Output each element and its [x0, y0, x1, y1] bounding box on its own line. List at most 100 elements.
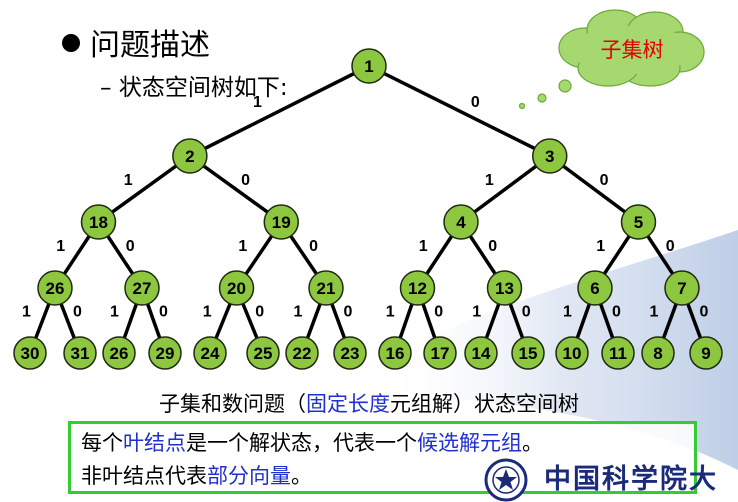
node-label: 30: [21, 344, 40, 363]
edge-label-include: 1: [238, 238, 247, 255]
edge-label-exclude: 0: [126, 238, 135, 255]
node-label: 31: [71, 344, 90, 363]
tree-node: 26: [37, 270, 73, 306]
node-circle: [102, 336, 136, 370]
tree-node: 1: [351, 48, 387, 84]
caption-part1: 子集和数问题（: [159, 392, 306, 416]
node-circle: [486, 270, 523, 306]
seal-icon: [484, 458, 528, 502]
node-label: 23: [341, 344, 360, 363]
edge-label-exclude: 0: [255, 304, 264, 321]
tree-node: 19: [263, 204, 299, 240]
edge-label-exclude: 0: [309, 238, 318, 255]
note-candidate-term: 候选解元组: [417, 431, 522, 455]
node-label: 10: [563, 344, 582, 363]
tree-node: 13: [486, 270, 523, 306]
tree-node: 17: [423, 336, 457, 370]
heading-text: 问题描述: [90, 28, 210, 63]
tree-node: 29: [148, 336, 182, 370]
node-circle: [620, 204, 657, 240]
tree-node: 8: [641, 336, 675, 370]
node-label: 7: [677, 279, 686, 298]
node-label: 19: [272, 213, 291, 232]
diagram-caption: 子集和数问题（固定长度元组解）状态空间树: [0, 388, 738, 418]
edge-label-exclude: 0: [522, 304, 531, 321]
bullet-icon: [62, 34, 80, 52]
tree-node: 9: [689, 336, 723, 370]
edge-label-exclude: 0: [471, 94, 480, 111]
node-circle: [172, 138, 208, 174]
node-label: 17: [431, 344, 450, 363]
note-line1-b: 是一个解状态，代表一个: [186, 431, 417, 455]
note-line1-c: 。: [522, 431, 543, 455]
thought-cloud: 子集树: [518, 9, 705, 110]
tree-edge: [548, 154, 641, 224]
node-label: 27: [133, 279, 152, 298]
slide-subheading: – 状态空间树如下:: [100, 68, 288, 102]
tree-edge: [367, 64, 552, 158]
note-line2-b: 。: [291, 464, 312, 488]
node-label: 29: [156, 344, 175, 363]
tree-node: 24: [193, 336, 227, 370]
edge-label-include: 1: [563, 304, 572, 321]
edge-label-exclude: 0: [434, 304, 443, 321]
node-circle: [464, 336, 498, 370]
node-circle: [511, 336, 545, 370]
node-label: 12: [408, 279, 427, 298]
node-label: 8: [653, 344, 662, 363]
tree-node: 21: [308, 270, 344, 306]
edge-label-include: 1: [203, 304, 212, 321]
cloud-label: 子集树: [601, 38, 664, 62]
tree-node: 2: [172, 138, 208, 174]
node-label: 15: [519, 344, 538, 363]
tree-node: 3: [532, 138, 568, 174]
edge-label-include: 1: [485, 172, 494, 189]
node-circle: [333, 336, 367, 370]
node-circle: [641, 336, 675, 370]
tree-edge: [96, 154, 192, 224]
edge-label-include: 1: [472, 304, 481, 321]
slide-heading: 问题描述: [62, 20, 210, 64]
tree-edges: [28, 64, 708, 355]
tree-edge: [188, 154, 283, 224]
subheading-text: 状态空间树如下:: [118, 75, 288, 101]
node-label: 3: [545, 147, 554, 166]
tree-node: 10: [555, 336, 589, 370]
edge-label-include: 1: [56, 238, 65, 255]
edge-label-exclude: 0: [73, 304, 82, 321]
node-label: 18: [89, 213, 108, 232]
tree-node: 23: [333, 336, 367, 370]
node-circle: [555, 336, 589, 370]
note-partial-term: 部分向量: [207, 464, 291, 488]
node-label: 25: [254, 344, 273, 363]
edge-label-include: 1: [596, 238, 605, 255]
node-label: 5: [634, 213, 643, 232]
tree-node: 14: [464, 336, 498, 370]
tree-node: 12: [399, 270, 436, 306]
tree-node: 31: [63, 336, 97, 370]
tree-node: 7: [664, 270, 700, 306]
tree-node: 4: [443, 204, 479, 240]
edge-label-include: 1: [650, 304, 659, 321]
tree-node: 6: [577, 270, 613, 306]
node-circle: [399, 270, 436, 306]
node-circle: [351, 48, 387, 84]
node-circle: [285, 336, 319, 370]
edge-label-exclude: 0: [344, 304, 353, 321]
node-label: 26: [46, 279, 65, 298]
tree-node: 26: [102, 336, 136, 370]
edge-label-include: 1: [22, 304, 31, 321]
edge-label-include: 1: [253, 94, 262, 111]
university-name: 中国科学院大: [544, 464, 718, 495]
node-circle: [80, 204, 117, 240]
node-circle: [63, 336, 97, 370]
edge-label-include: 1: [386, 304, 395, 321]
edge-label-exclude: 0: [612, 304, 621, 321]
edge-label-include: 1: [124, 172, 133, 189]
node-circle: [193, 336, 227, 370]
node-circle: [124, 270, 160, 306]
edge-label-include: 1: [294, 304, 303, 321]
